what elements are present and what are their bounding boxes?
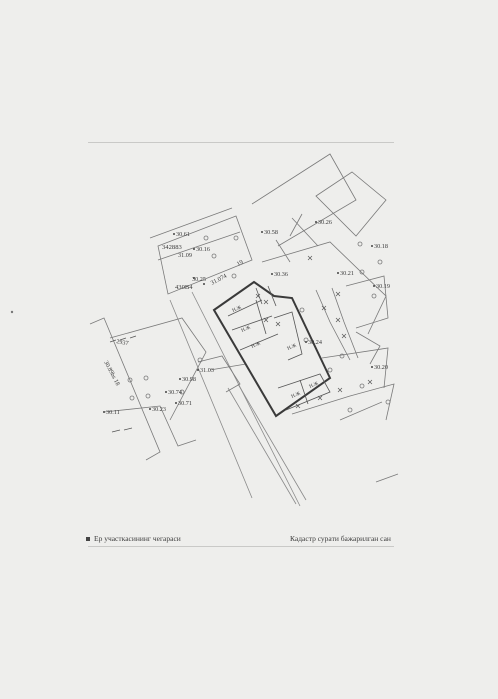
building-labels: Н.Ж Н.Ж Н.Ж Н.Ж Н.Ж Н.Ж [232,305,320,400]
elevation-label: 30.11 [106,409,120,416]
elevation-label: 30.20 [374,364,388,371]
elevation-label: 30.18 [374,243,388,250]
street-corridor [169,291,307,507]
building-label: Н.Ж [241,325,252,334]
boundary-legend-label: Ер участкасининг чегараси [94,534,181,543]
elevation-label: 30.98 [182,376,196,383]
road-stitch [109,335,137,433]
parcel-code: 342883 [162,244,182,251]
parcel-block-west [89,317,247,461]
building-label: Н.Ж [287,343,298,352]
boundary-symbol [86,537,90,542]
surveyor-caption: Кадастр сурати бажарилган сан [290,534,391,543]
elevation-label: 30.19 [376,283,390,290]
elevation-label: 30.21 [340,270,354,277]
parcel-codes: 342883 430B4 [162,244,193,291]
boundary-legend: Ер участкасининг чегараси [86,534,181,543]
street-label: 2937 [116,338,129,347]
frame-rule-top [88,142,394,143]
elevation-label: 30.24 [308,339,322,346]
street-label: 19 [236,259,245,268]
elevation-label: 30.36 [274,271,288,278]
building-label: Н.Ж [251,341,262,350]
parcel-block-northwest [149,207,253,295]
elevation-label: 30.16 [196,246,210,253]
elevation-label: 30.71 [178,400,192,407]
elevation-label: 30.23 [152,406,166,413]
scan-speck [10,310,14,314]
hatch-marks [255,255,373,409]
parcel-block-northeast [251,153,387,335]
parcel-code: 430B4 [175,284,193,291]
parcel-block-east [291,241,399,483]
building-label: Н.Ж [291,391,302,400]
building-label: Н.Ж [232,305,243,314]
elevation-label: 30.26 [318,219,332,226]
elevation-label: 31.09 [178,252,192,259]
frame-rule-bottom [88,546,394,547]
elevation-dots [103,221,375,413]
elevation-label: 30.25 [192,276,206,283]
elevation-label: 31.03 [200,367,214,374]
elevation-label: 30.74 [168,389,182,396]
building-label: Н.Ж [309,381,320,390]
elevation-label: 30.61 [176,231,190,238]
elevation-label: 30.58 [264,229,278,236]
land-parcel-boundary [212,280,332,418]
